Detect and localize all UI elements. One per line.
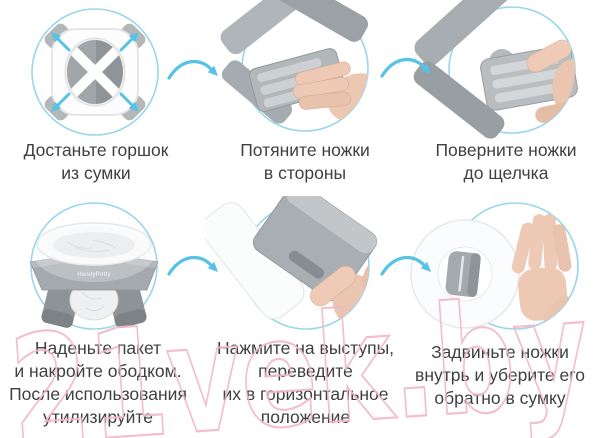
caption-line: до щелчка	[463, 163, 549, 183]
step2-caption: Потяните ножки в стороны	[205, 139, 405, 185]
step3-illustration	[413, 0, 578, 139]
caption-line: положение	[260, 407, 351, 427]
curved-arrow-right-icon	[167, 59, 218, 80]
step6-illustration	[410, 202, 579, 330]
caption-line: Наденьте пакет	[34, 338, 162, 358]
step4-caption: Наденьте пакет и накройте ободком. После…	[0, 337, 196, 429]
folded-leg-inside	[445, 251, 481, 298]
step4-illustration: HandyPotty	[29, 202, 159, 330]
four-diagonal-expand-arrows-icon	[51, 32, 139, 112]
folded-potty-top-view	[44, 23, 146, 121]
product-logo: HandyPotty	[77, 272, 111, 278]
caption-line: Задвиньте ножки	[431, 342, 569, 362]
step6-caption: Задвиньте ножки внутрь и уберите его обр…	[400, 341, 600, 410]
hand-pulling	[292, 61, 368, 131]
white-rim-ring	[410, 219, 520, 329]
caption-line: и накройте ободком.	[14, 361, 182, 381]
caption-line: утилизируйте	[43, 407, 153, 427]
photo-circle-frame	[31, 8, 159, 136]
caption-line: Потяните ножки	[240, 140, 370, 160]
assembled-potty: HandyPotty	[29, 222, 159, 328]
photo-circle-frame	[30, 202, 158, 330]
curved-arrow-right-icon	[380, 255, 431, 276]
caption-line: Поверните ножки	[435, 140, 577, 160]
caption-line: Нажмите на выступы,	[216, 338, 395, 358]
step1-illustration	[31, 8, 159, 136]
curved-arrow-right-icon	[167, 255, 218, 276]
step3-caption: Поверните ножки до щелчка	[406, 139, 600, 185]
step5-illustration	[205, 196, 378, 330]
step2-illustration	[220, 0, 369, 132]
step1-caption: Достаньте горшок из сумки	[0, 139, 192, 185]
caption-line: внутрь и уберите его	[415, 365, 585, 385]
caption-line: Достаньте горшок	[23, 140, 169, 160]
caption-line: После использования	[9, 384, 187, 404]
step5-caption: Нажмите на выступы, переведите их в гори…	[203, 337, 408, 429]
caption-line: из сумки	[61, 163, 131, 183]
hand-pushing	[511, 214, 578, 329]
caption-line: их в горизонтальное	[222, 384, 389, 404]
curved-arrow-right-icon	[380, 57, 431, 78]
caption-line: обратно в сумку	[434, 388, 566, 408]
caption-line: переведите	[258, 361, 353, 381]
caption-line: в стороны	[263, 163, 347, 183]
